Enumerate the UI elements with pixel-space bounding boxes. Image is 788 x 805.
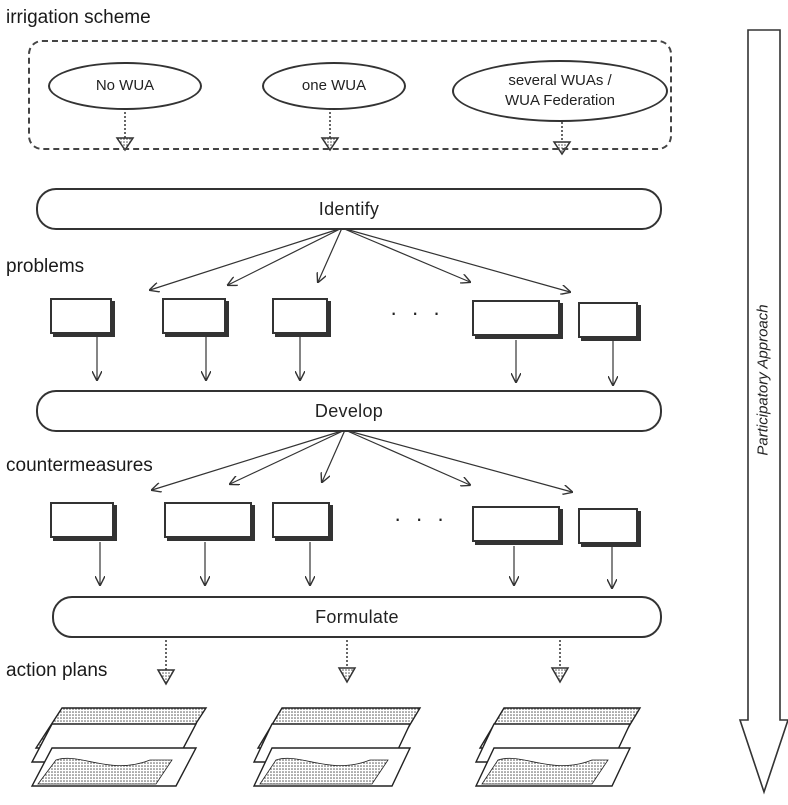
step-identify-text: Identify (318, 198, 380, 219)
step-develop-text: Develop (314, 400, 384, 421)
countermeasures-down-arrows (100, 542, 612, 588)
countermeasures-ellipsis: · · · (394, 506, 449, 531)
identify-fan-arrows (150, 227, 570, 292)
oval-one-wua: one WUA (262, 62, 406, 110)
oval-no-wua-text: No WUA (95, 77, 155, 94)
oval-no-wua: No WUA (48, 62, 202, 110)
participatory-approach-label: Participatory Approach (754, 304, 772, 456)
problem-box (472, 300, 560, 336)
action-plan-stack-1 (30, 707, 208, 787)
problem-box (578, 302, 638, 338)
action-plan-stack-2 (252, 707, 422, 787)
action-plan-stack-3 (474, 707, 642, 787)
countermeasures-label: countermeasures (6, 455, 153, 476)
problems-down-arrows (97, 334, 613, 385)
countermeasure-box (164, 502, 252, 538)
hatched-arrows-bottom (156, 640, 570, 686)
problem-box (162, 298, 226, 334)
countermeasure-box (578, 508, 638, 544)
participatory-big-arrow (738, 29, 788, 795)
irrigation-scheme-label: irrigation scheme (6, 7, 151, 28)
problem-box (50, 298, 112, 334)
develop-fan-arrows (152, 429, 572, 492)
problem-box (272, 298, 328, 334)
countermeasure-box (472, 506, 560, 542)
oval-several-line2: WUA Federation (504, 92, 616, 109)
irrigation-scheme-dashed-box (28, 40, 672, 150)
step-develop: Develop (36, 390, 662, 432)
oval-one-wua-text: one WUA (301, 77, 367, 94)
countermeasure-box (50, 502, 114, 538)
action-plans-label: action plans (6, 660, 108, 681)
step-formulate: Formulate (52, 596, 662, 638)
problems-ellipsis: · · · (390, 300, 445, 325)
oval-several-line1: several WUAs / (508, 72, 612, 89)
problems-label: problems (6, 256, 85, 277)
oval-several-wuas: several WUAs / WUA Federation (452, 60, 668, 122)
step-formulate-text: Formulate (315, 606, 399, 627)
countermeasure-box (272, 502, 330, 538)
step-identify: Identify (36, 188, 662, 230)
